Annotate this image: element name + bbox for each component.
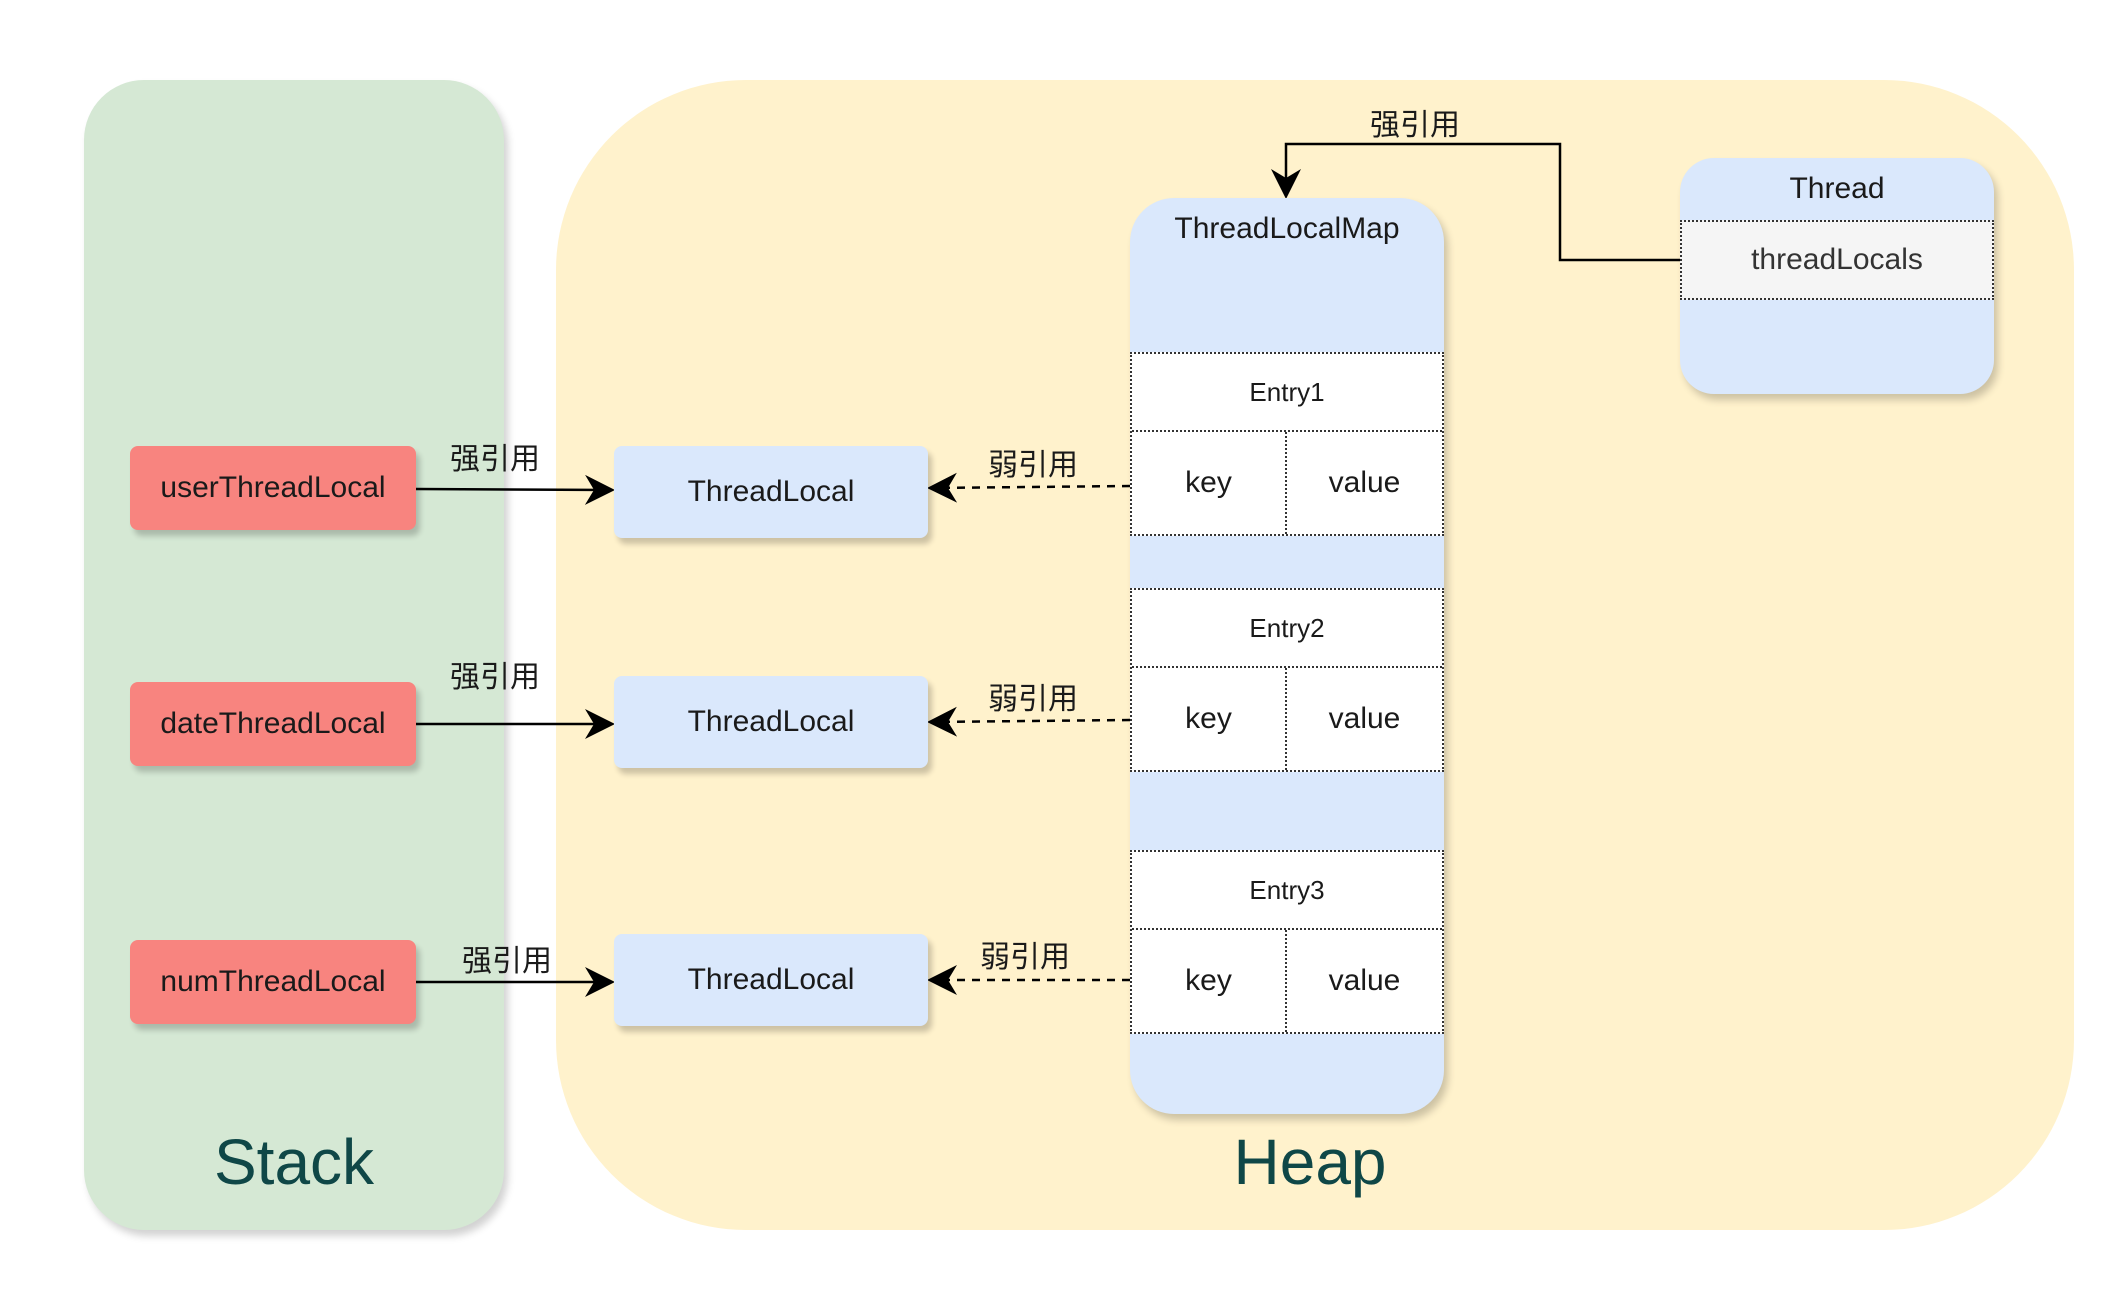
entry-2[interactable]: Entry2 key value bbox=[1130, 588, 1444, 772]
thread-local-map-title: ThreadLocalMap bbox=[1174, 212, 1400, 245]
entry-3-title: Entry3 bbox=[1132, 852, 1442, 930]
weak-ref-label-2: 弱引用 bbox=[988, 682, 1078, 717]
entry-1[interactable]: Entry1 key value bbox=[1130, 352, 1444, 536]
weak-ref-label-3: 弱引用 bbox=[980, 940, 1070, 975]
stack-label: Stack bbox=[213, 1126, 375, 1198]
entry-2-key[interactable]: key bbox=[1132, 668, 1287, 770]
var-date-thread-local[interactable]: dateThreadLocal bbox=[130, 682, 416, 766]
weak-ref-arrow-1 bbox=[927, 472, 1131, 503]
thread-local-box-2[interactable]: ThreadLocal bbox=[614, 676, 928, 768]
strong-ref-label-3: 强引用 bbox=[462, 944, 552, 979]
entry-1-key[interactable]: key bbox=[1132, 432, 1287, 534]
thread-local-box-1[interactable]: ThreadLocal bbox=[614, 446, 928, 538]
heap-label: Heap bbox=[1233, 1126, 1387, 1198]
strong-ref-arrow-1 bbox=[415, 474, 615, 505]
entry-3-key[interactable]: key bbox=[1132, 930, 1287, 1032]
thread-to-map-arrow bbox=[1271, 142, 1680, 262]
thread-local-box-3[interactable]: ThreadLocal bbox=[614, 934, 928, 1026]
stack-region bbox=[84, 80, 504, 1230]
entry-3[interactable]: Entry3 key value bbox=[1130, 850, 1444, 1034]
entry-1-value[interactable]: value bbox=[1328, 466, 1401, 499]
weak-ref-arrow-2 bbox=[927, 706, 1131, 737]
entry-2-value[interactable]: value bbox=[1328, 702, 1401, 735]
entry-1-title: Entry1 bbox=[1132, 354, 1442, 432]
thread-locals-field[interactable]: threadLocals bbox=[1680, 220, 1994, 300]
var-num-thread-local[interactable]: numThreadLocal bbox=[130, 940, 416, 1024]
strong-ref-label-2: 强引用 bbox=[450, 660, 540, 695]
entry-3-value[interactable]: value bbox=[1328, 964, 1401, 997]
var-user-thread-local[interactable]: userThreadLocal bbox=[130, 446, 416, 530]
thread-to-map-label: 强引用 bbox=[1370, 108, 1460, 143]
thread-title: Thread bbox=[1789, 172, 1885, 205]
entry-2-title: Entry2 bbox=[1132, 590, 1442, 668]
weak-ref-label-1: 弱引用 bbox=[988, 448, 1078, 483]
strong-ref-label-1: 强引用 bbox=[450, 442, 540, 477]
